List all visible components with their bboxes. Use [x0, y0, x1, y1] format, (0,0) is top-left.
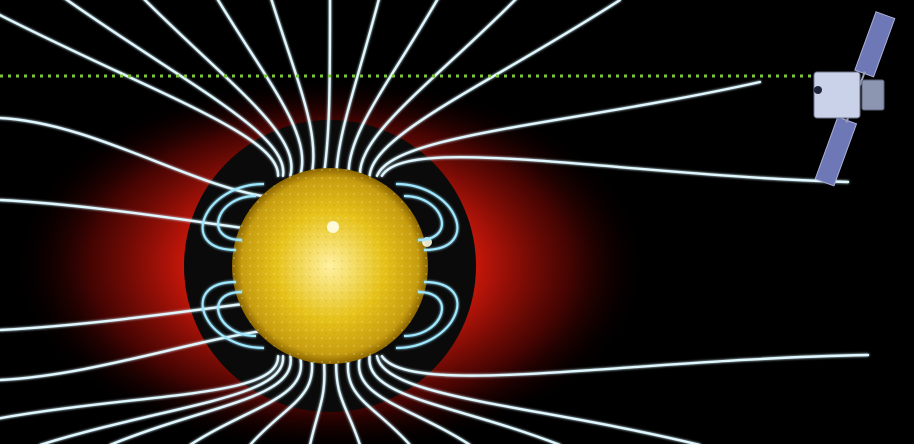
- satellite-icon: [813, 11, 896, 187]
- field-line-south: [309, 355, 326, 444]
- sun-bright-spot: [327, 221, 339, 233]
- closed-loop-west: [217, 194, 257, 242]
- field-line-north: [270, 0, 315, 177]
- field-line-south: [39, 355, 285, 444]
- field-line-south: [334, 355, 361, 444]
- field-line-north: [368, 0, 622, 177]
- field-line-south: [189, 355, 303, 444]
- field-line-south: [375, 355, 701, 444]
- field-line-north: [375, 80, 762, 177]
- closed-loop-west: [201, 280, 265, 350]
- instrument-module: [861, 79, 885, 111]
- field-line-north: [0, 13, 280, 177]
- field-line-north: [347, 0, 439, 177]
- closed-loop-east: [403, 194, 443, 242]
- spacecraft-body: [813, 71, 861, 119]
- field-line-north: [380, 155, 850, 184]
- field-line-north: [335, 0, 380, 177]
- closed-loop-east: [403, 290, 443, 338]
- closed-loop-east: [395, 280, 459, 350]
- field-line-north: [216, 0, 304, 177]
- field-line-south: [109, 355, 292, 444]
- field-line-south: [249, 355, 314, 444]
- field-line-north: [143, 0, 293, 177]
- field-line-north: [358, 0, 517, 177]
- field-line-south: [368, 355, 561, 444]
- closed-loop-west: [217, 290, 257, 338]
- instrument-aperture: [814, 86, 822, 94]
- field-line-south: [380, 353, 870, 377]
- field-line-north: [65, 0, 285, 177]
- sun-icon: [232, 168, 432, 364]
- field-line-south: [0, 355, 280, 420]
- sun-texture: [232, 168, 428, 364]
- field-line-west: [0, 116, 273, 199]
- field-line-south: [357, 355, 471, 444]
- closed-field-loops: [201, 182, 459, 350]
- closed-loop-east: [395, 182, 459, 252]
- closed-loop-west: [201, 182, 265, 252]
- field-line-north: [322, 0, 332, 177]
- field-line-south: [346, 355, 411, 444]
- magnetic-field-lines: [0, 0, 870, 444]
